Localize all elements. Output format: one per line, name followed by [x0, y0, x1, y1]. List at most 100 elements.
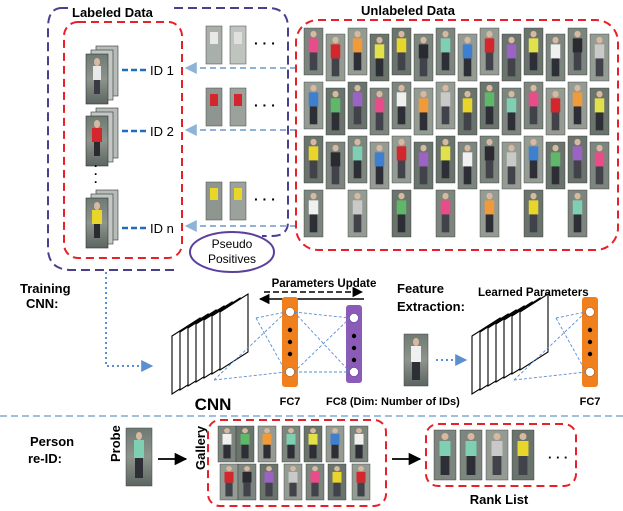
labeled-region-outline — [47, 7, 289, 271]
person-legs — [529, 160, 538, 179]
person-legs — [225, 482, 233, 497]
person-head — [508, 144, 515, 152]
gallery-box — [207, 419, 387, 507]
person-legs — [551, 166, 560, 185]
person-legs — [463, 112, 472, 131]
fc7-learned-label: FC7 — [580, 396, 601, 408]
person-head — [486, 138, 493, 146]
person-shirt — [418, 152, 429, 167]
person-shirt — [594, 152, 605, 167]
rank-list-images — [433, 429, 535, 481]
person-head — [442, 192, 449, 200]
person-legs — [223, 444, 231, 459]
person-legs — [397, 214, 406, 233]
person-legs — [397, 52, 406, 71]
training-label-line2: CNN: — [26, 296, 59, 311]
pseudo-label-line2: Positives — [208, 252, 256, 266]
person-legs — [353, 214, 362, 233]
person-head — [486, 192, 493, 200]
person-shirt — [352, 200, 363, 215]
person-shirt — [462, 98, 473, 113]
person-shirt — [396, 200, 407, 215]
person-shirt — [354, 433, 364, 445]
person-shirt — [484, 200, 495, 215]
person-legs — [375, 58, 384, 77]
person-legs — [375, 166, 384, 185]
person-head — [310, 192, 317, 200]
person-legs — [485, 214, 494, 233]
person-shirt — [308, 433, 318, 445]
person-shirt — [465, 441, 477, 456]
id-n-label: ID n — [150, 221, 174, 236]
person-legs — [353, 52, 362, 71]
person-shirt — [330, 433, 340, 445]
person-shirt — [506, 44, 517, 59]
person-head — [334, 466, 340, 472]
person-head — [312, 466, 318, 472]
unlabeled-images-collage — [303, 27, 610, 238]
person-head — [244, 466, 250, 472]
person-legs — [573, 160, 582, 179]
svg-text:·: · — [94, 159, 98, 173]
person-legs — [353, 160, 362, 179]
person-legs — [466, 456, 476, 475]
person-shirt — [308, 38, 319, 53]
person-shirt — [439, 441, 451, 456]
person-shirt — [308, 146, 319, 161]
person-head — [442, 30, 449, 38]
pseudo-label-line1: Pseudo — [212, 237, 253, 251]
person-legs — [311, 482, 319, 497]
person-head — [442, 84, 449, 92]
unlabeled-data-title: Unlabeled Data — [361, 3, 456, 18]
person-legs — [289, 482, 297, 497]
person-head — [376, 36, 383, 44]
person-shirt — [356, 471, 366, 483]
person-legs — [419, 112, 428, 131]
person-shirt — [374, 44, 385, 59]
person-shirt — [491, 441, 503, 456]
pseudo-positives-ellipse — [189, 231, 275, 273]
person-shirt — [374, 98, 385, 113]
person-legs — [463, 58, 472, 77]
cnn-label: CNN — [195, 395, 232, 414]
person-shirt — [308, 200, 319, 215]
person-shirt — [506, 152, 517, 167]
person-head — [552, 90, 559, 98]
person-head — [358, 466, 364, 472]
person-shirt — [462, 152, 473, 167]
person-legs — [397, 106, 406, 125]
person-head — [332, 36, 339, 44]
person-head — [398, 84, 405, 92]
person-head — [310, 30, 317, 38]
fc8-layer — [346, 305, 362, 383]
person-head — [464, 36, 471, 44]
id-1-label: ID 1 — [150, 63, 174, 78]
person-head — [354, 84, 361, 92]
person-legs — [331, 112, 340, 131]
person-legs — [485, 160, 494, 179]
person-shirt — [330, 98, 341, 113]
person-head — [398, 138, 405, 146]
person-head — [420, 36, 427, 44]
person-head — [354, 30, 361, 38]
probe-label: Probe — [108, 425, 123, 462]
person-head — [486, 30, 493, 38]
person-head — [574, 84, 581, 92]
training-label-line1: Training — [20, 281, 71, 296]
person-legs — [529, 214, 538, 233]
person-head — [574, 192, 581, 200]
person-shirt — [484, 146, 495, 161]
arrow-labeled-to-cnn — [105, 272, 154, 372]
person-head — [486, 84, 493, 92]
labeled-data-title: Labeled Data — [72, 5, 154, 20]
person-legs — [309, 214, 318, 233]
person-shirt — [550, 44, 561, 59]
person-shirt — [222, 433, 232, 445]
fc7-label: FC7 — [280, 396, 301, 408]
id-2-label: ID 2 — [150, 124, 174, 139]
person-shirt — [506, 98, 517, 113]
person-shirt — [462, 44, 473, 59]
person-head — [464, 90, 471, 98]
person-shirt — [240, 433, 250, 445]
